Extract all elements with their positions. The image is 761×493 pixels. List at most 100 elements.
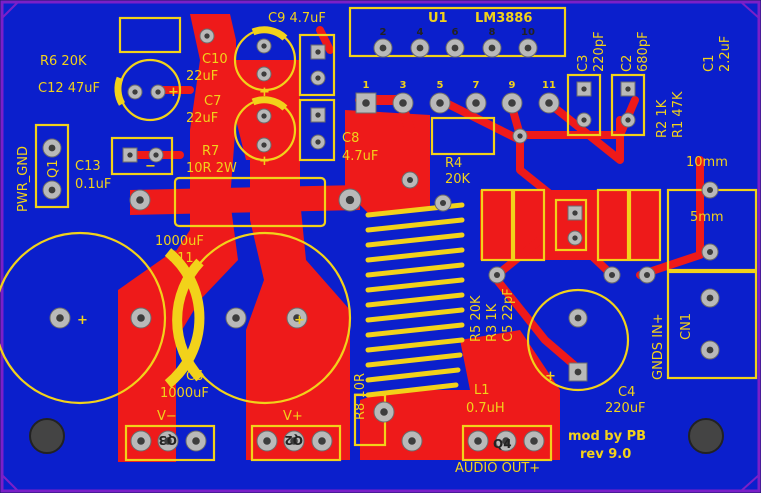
drill-hole (380, 408, 388, 416)
drill-hole (261, 113, 267, 119)
drill-hole (192, 437, 200, 445)
c7-plus-mark: + (259, 154, 270, 169)
c3-outline (566, 73, 602, 137)
u1-label: U1 (428, 11, 448, 26)
drill-hole (315, 75, 321, 81)
c1-value: 2.2uF (718, 36, 733, 72)
gnds-in-label: GNDS IN+ (651, 313, 666, 380)
coil-turn (365, 322, 465, 338)
dim-5mm-label: 5mm (690, 210, 724, 225)
drill-hole (263, 437, 271, 445)
drill-hole (261, 43, 267, 49)
c7-value: 22uF (186, 111, 218, 126)
drill-hole (472, 99, 480, 107)
c3-value: 220pF (592, 31, 607, 72)
c13-outline (110, 136, 174, 176)
u1-part-label: LM3886 (475, 11, 532, 26)
drill-hole (48, 186, 56, 194)
coil-turn (365, 262, 465, 278)
c4-label: C4 (618, 385, 635, 400)
r1-outline (628, 188, 662, 262)
cn1-label: CN1 (679, 313, 694, 340)
drill-hole (137, 314, 145, 322)
drill-hole (153, 152, 159, 158)
drill-hole (581, 86, 587, 92)
drill-hole (406, 176, 414, 184)
drill-hole (232, 314, 240, 322)
drill-hole (155, 89, 161, 95)
drill-hole (318, 437, 326, 445)
c5-outline (554, 198, 588, 252)
l1-value: 0.7uH (466, 401, 505, 416)
drill-hole (293, 314, 301, 322)
ic-pin-number: 8 (489, 27, 496, 38)
ic-pin-number: 4 (417, 27, 424, 38)
drill-hole (517, 133, 523, 139)
drill-hole (315, 112, 321, 118)
c2-label: C2 (620, 55, 635, 72)
drill-hole (502, 437, 510, 445)
corner-chamfer (1, 1, 19, 19)
ic-pin-number: 11 (542, 80, 556, 91)
drill-hole (48, 144, 56, 152)
coil-turn (365, 307, 465, 323)
cap-polarity-marks (114, 26, 288, 388)
drill-hole (581, 117, 587, 123)
cn1-outline (666, 270, 758, 380)
ic-pin-number: 10 (521, 27, 535, 38)
c4-value: 220uF (605, 401, 646, 416)
labels-layer: U1 LM3886 R6 20K C12 47uF C9 4.7uF C10 2… (16, 11, 733, 476)
coil-turn (365, 217, 465, 233)
coil-turn (365, 382, 459, 398)
corner-chamfer (740, 1, 760, 19)
drill-hole (379, 44, 387, 52)
drill-hole (545, 99, 553, 107)
drill-hole (290, 437, 298, 445)
c11-outline (0, 231, 167, 405)
coil-turn (365, 277, 465, 293)
pads-layer (42, 28, 720, 452)
drill-hole (137, 437, 145, 445)
q3-label: Q3 (158, 433, 177, 447)
inductor-l1-coil (365, 202, 465, 398)
r7-label: R7 (202, 144, 219, 159)
coil-turn (365, 337, 465, 353)
r4-value: 20K (445, 172, 471, 187)
r1-label: R1 47K (671, 91, 686, 138)
drill-hole (451, 44, 459, 52)
drill-hole (625, 117, 631, 123)
drill-hole (261, 142, 267, 148)
drill-hole (625, 86, 631, 92)
mounting-holes (29, 418, 724, 454)
r2-label: R2 1K (655, 99, 670, 138)
drill-hole (56, 314, 64, 322)
ic-pin-number: 5 (437, 80, 444, 91)
drill-hole (399, 99, 407, 107)
c10-label: C10 (202, 52, 228, 67)
q2-outline (250, 424, 342, 462)
mod-by-label: mod by PB (568, 429, 646, 444)
rev-label: rev 9.0 (580, 447, 631, 462)
c2-outline (610, 73, 646, 137)
c1-label: C1 (702, 55, 717, 72)
drill-hole (530, 437, 538, 445)
ic-pin-number: 2 (380, 27, 387, 38)
drill-hole (408, 437, 416, 445)
r6-outline (118, 16, 182, 54)
c12-label: C12 47uF (38, 81, 100, 96)
c6-label: C6 (186, 369, 203, 384)
drill-hole (706, 294, 714, 302)
ic-pin-number: 3 (400, 80, 407, 91)
c11-value: 1000uF (155, 234, 204, 249)
r2-outline (596, 188, 630, 262)
drill-hole (493, 271, 501, 279)
r8-label: R8 10R (353, 373, 368, 420)
drill-hole (136, 196, 144, 204)
corner-chamfer (740, 474, 760, 492)
drill-hole (362, 99, 370, 107)
v-minus-label: V− (157, 409, 177, 424)
c2-value: 680pF (636, 31, 651, 72)
ic-pin-number: 9 (509, 80, 516, 91)
c4-outline (526, 288, 630, 392)
